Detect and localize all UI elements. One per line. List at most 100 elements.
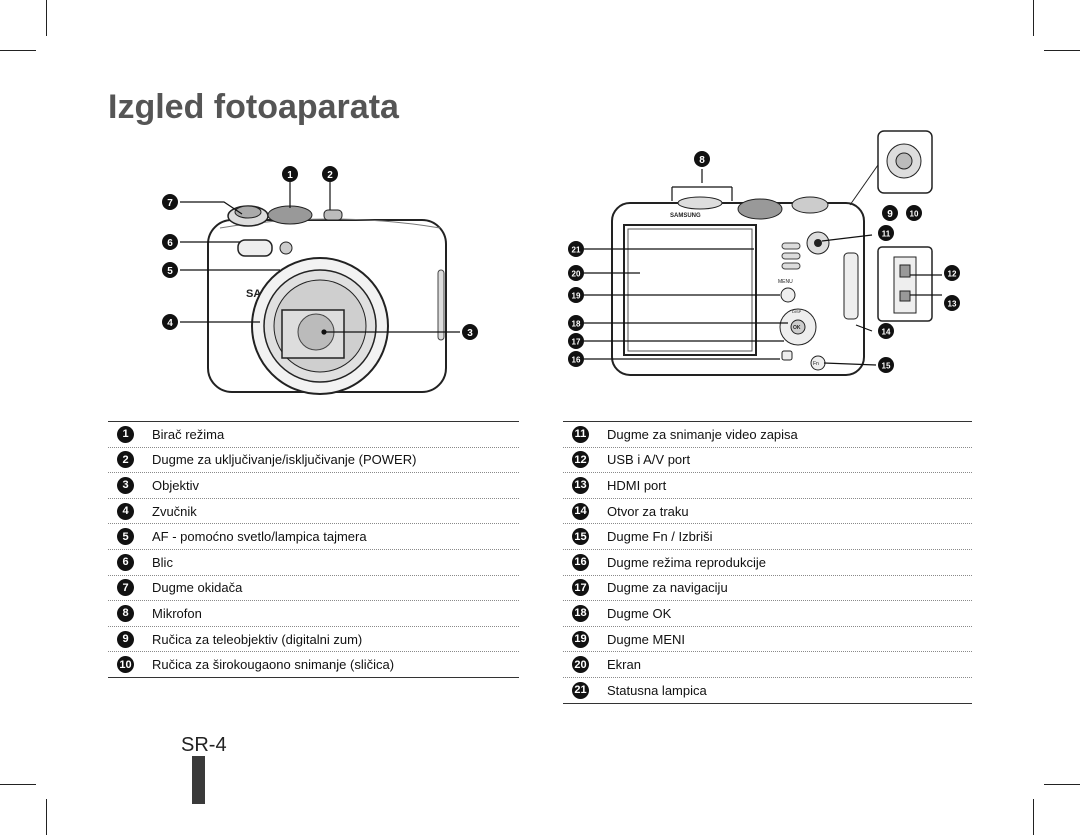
front-callouts: 1 2 7 6 5 4 3 [162, 166, 478, 340]
callout-21: 21 [568, 241, 584, 257]
callout-number: 12 [572, 451, 589, 469]
legend-label: AF - pomoćno svetlo/lampica tajmera [152, 529, 367, 545]
svg-text:DISP: DISP [792, 309, 802, 314]
svg-text:14: 14 [882, 328, 891, 337]
legend-item: 7 Dugme okidača [108, 576, 519, 602]
svg-text:19: 19 [572, 292, 581, 301]
svg-text:17: 17 [572, 338, 581, 347]
callout-8: 8 [694, 151, 710, 167]
callout-number: 14 [572, 502, 589, 520]
legend-item: 3 Objektiv [108, 473, 519, 499]
callout-17: 17 [568, 333, 584, 349]
legend-label: Dugme za snimanje video zapisa [607, 426, 798, 442]
callout-19: 19 [568, 287, 584, 303]
callout-16: 16 [568, 351, 584, 367]
callout-number: 8 [117, 604, 134, 622]
legend-label: Statusna lampica [607, 682, 707, 698]
svg-text:6: 6 [167, 238, 173, 249]
crop-mark [46, 799, 47, 835]
legend-item: 21 Statusna lampica [563, 678, 972, 704]
callout-number: 13 [572, 476, 589, 494]
camera-front-illustration: SAMSUNG 1 2 7 6 5 4 3 [162, 166, 478, 395]
svg-text:5: 5 [167, 266, 173, 277]
back-brand-text: SAMSUNG [670, 213, 701, 219]
page-number: SR-4 [181, 734, 227, 756]
svg-text:16: 16 [572, 356, 581, 365]
callout-number: 7 [117, 579, 134, 597]
callout-15: 15 [878, 357, 894, 373]
legend-item: 6 Blic [108, 550, 519, 576]
legend-label: Dugme okidača [152, 580, 243, 596]
legend-rule [108, 421, 519, 422]
legend-label: HDMI port [607, 477, 667, 493]
svg-text:20: 20 [572, 270, 581, 279]
legend-label: Birač režima [152, 426, 225, 442]
legend-label: Dugme MENI [607, 631, 686, 647]
legend-label: Dugme Fn / Izbriši [607, 529, 713, 545]
crop-mark [1033, 0, 1034, 36]
legend-label: Blic [152, 554, 173, 570]
callout-number: 17 [572, 579, 589, 597]
svg-text:Fn: Fn [813, 361, 819, 367]
crop-mark [0, 784, 36, 785]
legend-label: Dugme režima reprodukcije [607, 554, 766, 570]
svg-text:12: 12 [948, 270, 957, 279]
legend-item: 19 Dugme MENI [563, 627, 972, 653]
legend-label: Ručica za teleobjektiv (digitalni zum) [152, 631, 363, 647]
crop-mark [1044, 50, 1080, 51]
callout-12: 12 [944, 265, 960, 281]
callout-10: 10 [906, 205, 922, 221]
svg-text:13: 13 [948, 300, 957, 309]
svg-text:8: 8 [699, 155, 705, 166]
legend-item: 13 HDMI port [563, 473, 972, 499]
callout-18: 18 [568, 315, 584, 331]
callout-number: 11 [572, 425, 589, 443]
callout-5: 5 [162, 262, 178, 278]
callout-number: 19 [572, 630, 589, 648]
callout-number: 1 [117, 425, 134, 443]
legend-label: Ručica za širokougaono snimanje (sličica… [152, 657, 395, 673]
section-tab [192, 756, 205, 804]
legend-label: Dugme OK [607, 605, 672, 621]
legend-label: Ekran [607, 657, 641, 673]
svg-text:MENU: MENU [778, 279, 793, 285]
legend-item: 1 Birač režima [108, 422, 519, 448]
callout-7: 7 [162, 194, 178, 210]
legend-label: Dugme za uključivanje/isključivanje (POW… [152, 452, 417, 468]
legend-item: 5 AF - pomoćno svetlo/lampica tajmera [108, 524, 519, 550]
callout-number: 9 [117, 630, 134, 648]
crop-mark [1033, 799, 1034, 835]
callout-number: 15 [572, 528, 589, 546]
callout-14: 14 [878, 323, 894, 339]
svg-text:1: 1 [287, 170, 293, 181]
callout-number: 5 [117, 528, 134, 546]
svg-text:9: 9 [887, 209, 893, 220]
callout-2: 2 [322, 166, 338, 182]
svg-text:15: 15 [882, 362, 891, 371]
svg-text:4: 4 [167, 318, 173, 329]
callout-3: 3 [462, 324, 478, 340]
callout-number: 10 [117, 656, 134, 674]
legend-label: Objektiv [152, 477, 199, 493]
svg-text:21: 21 [572, 246, 581, 255]
svg-text:10: 10 [910, 210, 919, 219]
svg-text:7: 7 [167, 198, 173, 209]
legend-item: 9 Ručica za teleobjektiv (digitalni zum) [108, 627, 519, 653]
callout-number: 2 [117, 451, 134, 469]
callout-number: 3 [117, 476, 134, 494]
crop-mark [0, 50, 36, 51]
legend-item: 10 Ručica za širokougaono snimanje (sliči… [108, 652, 519, 678]
callout-9: 9 [882, 205, 898, 221]
page-title: Izgled fotoaparata [108, 88, 399, 126]
legend-label: Dugme za navigaciju [607, 580, 728, 596]
callout-number: 6 [117, 553, 134, 571]
callout-number: 21 [572, 681, 589, 699]
callout-6: 6 [162, 234, 178, 250]
